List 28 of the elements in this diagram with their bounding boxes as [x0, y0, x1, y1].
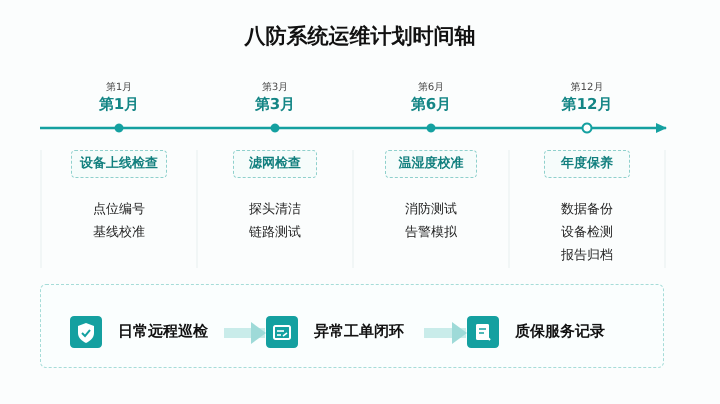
- month-heading: 第12月: [560, 95, 614, 114]
- step-label: 日常远程巡检: [118, 322, 208, 341]
- flow-arrow: [424, 322, 467, 344]
- phase-box: 年度保养: [544, 150, 630, 178]
- month-label: 第6月: [416, 81, 446, 94]
- task-item: 探头清洁: [248, 201, 302, 218]
- task-item: 链路测试: [248, 224, 302, 241]
- month-label: 第3月: [260, 81, 290, 94]
- task-item: 点位编号: [92, 201, 146, 218]
- month-heading: 第3月: [254, 95, 296, 114]
- task-item: 设备检测: [560, 224, 614, 241]
- month-heading: 第1月: [98, 95, 140, 114]
- phase-box: 滤网检查: [233, 150, 317, 178]
- process-panel: [40, 284, 664, 368]
- flow-arrow: [224, 322, 266, 344]
- phase-box: 设备上线检查: [71, 150, 167, 178]
- step-label: 异常工单闭环: [314, 322, 404, 341]
- phase-box: 温湿度校准: [385, 150, 477, 178]
- task-item: 基线校准: [92, 224, 146, 241]
- title: 八防系统运维计划时间轴: [243, 23, 476, 50]
- task-item: 报告归档: [560, 247, 614, 264]
- task-item: 告警模拟: [404, 224, 458, 241]
- task-item: 消防测试: [404, 201, 458, 218]
- month-heading: 第6月: [410, 95, 452, 114]
- month-label: 第1月: [104, 81, 134, 94]
- task-item: 数据备份: [560, 201, 614, 218]
- month-label: 第12月: [570, 81, 604, 94]
- step-label: 质保服务记录: [515, 322, 605, 341]
